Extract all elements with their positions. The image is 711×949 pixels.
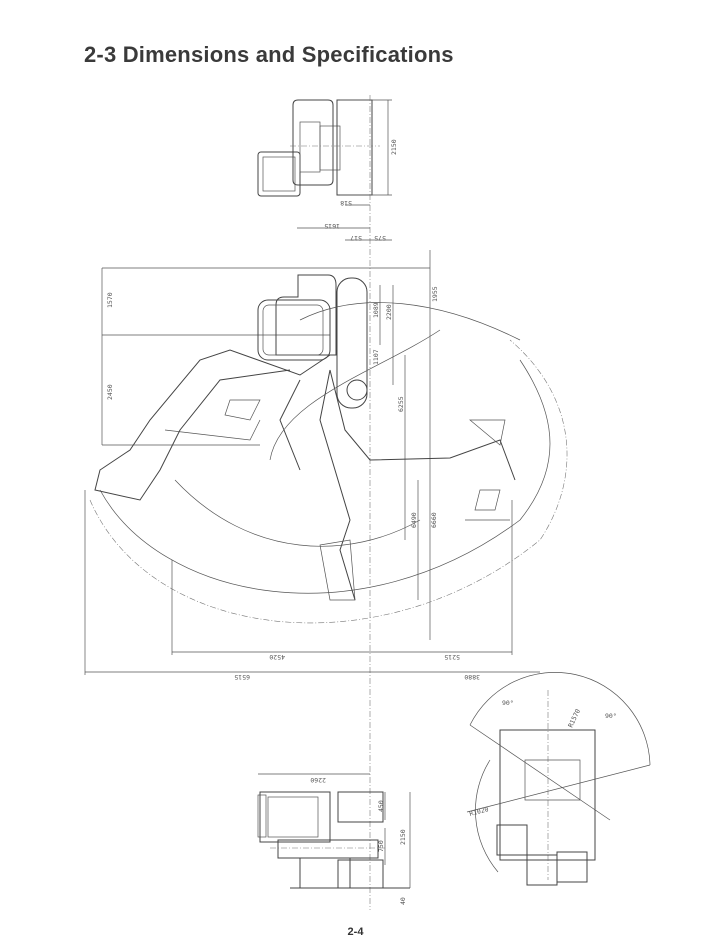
dim-track-a: 517 (350, 234, 362, 242)
dim-750: 750 (377, 840, 385, 852)
swing-radius-rear: R1020 (468, 805, 489, 818)
swing-radius-front: R1570 (567, 708, 583, 729)
page-title: 2-3 Dimensions and Specifications (84, 42, 454, 67)
swing-view: 90° 90° R1570 R1020 (466, 672, 651, 886)
swing-angle-left: 90° (502, 699, 514, 707)
front-view: 2260 450 750 2150 40 (257, 773, 411, 905)
dim-450: 450 (377, 800, 385, 812)
dim-front-width: 2150 (399, 829, 407, 845)
dim-pivot-height: 2450 (106, 384, 114, 400)
dim-front-overall: 2260 (310, 776, 326, 784)
dim-top-width: 2150 (390, 139, 398, 155)
dim-cab-height: 1570 (106, 292, 114, 308)
swing-angle-right: 90° (605, 712, 617, 720)
dim-clearance: 40 (399, 897, 407, 905)
dim-track-b: 575 (374, 234, 386, 242)
dim-top-offset: 518 (340, 199, 352, 207)
dim-1107: 1107 (372, 349, 380, 365)
dim-1089: 1089 (372, 302, 380, 318)
dim-reach-left: 4520 (269, 653, 285, 661)
dim-rear-swing: 1615 (324, 222, 340, 230)
dim-max-dig-height: 6255 (397, 396, 405, 412)
dim-2200: 2200 (385, 304, 393, 320)
side-view: 1615 517 575 1570 2450 1955 1089 2200 11… (84, 222, 568, 681)
dim-overall-left: 6515 (234, 673, 250, 681)
top-view: 2150 518 (257, 99, 398, 207)
page-number: 2-4 (347, 926, 364, 938)
dim-overall-right: 3880 (464, 673, 480, 681)
dim-max-reach-height: 6660 (430, 512, 438, 528)
dim-max-dump-height: 6490 (410, 512, 418, 528)
dim-reach-right: 5215 (444, 653, 460, 661)
dim-overall-height: 1955 (431, 286, 439, 302)
